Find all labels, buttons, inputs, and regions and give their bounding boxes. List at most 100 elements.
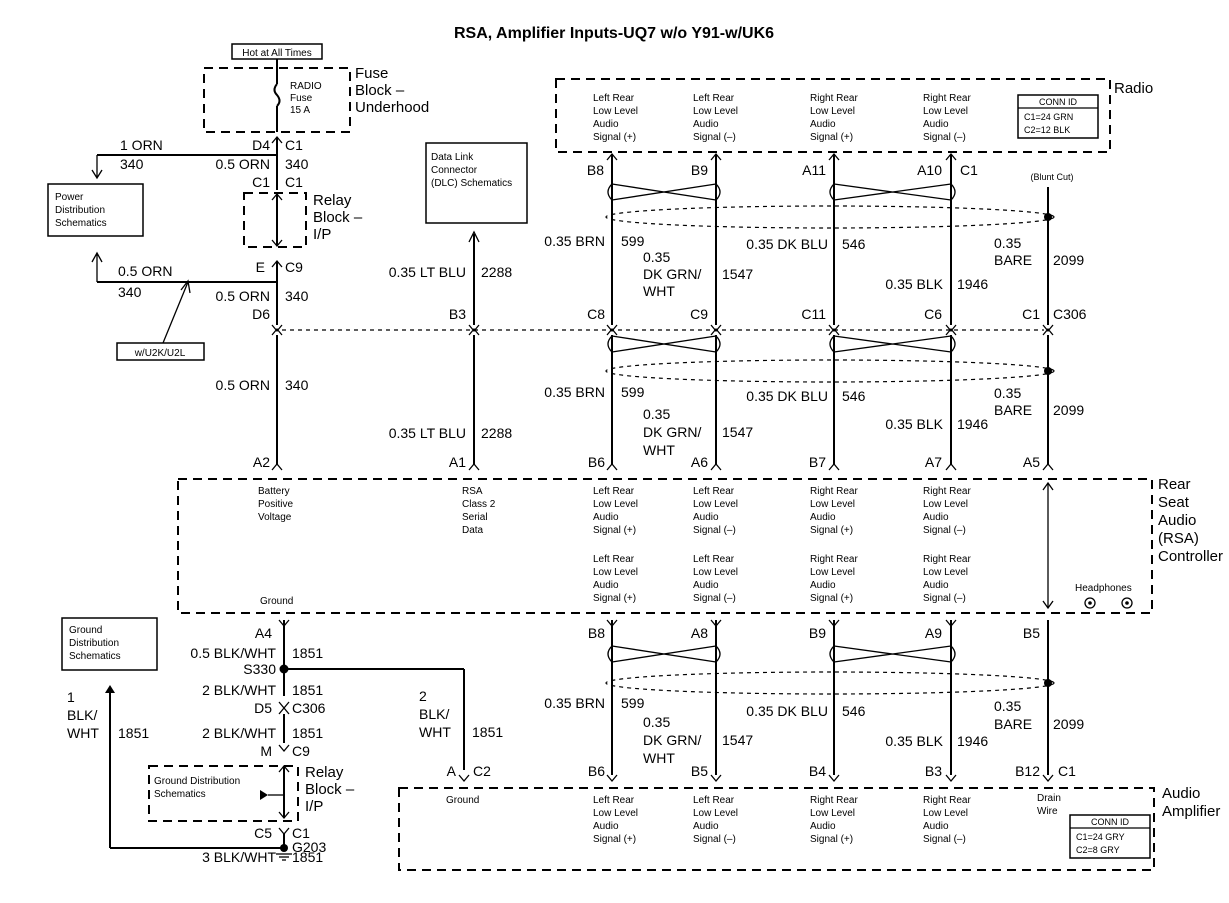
amp-gnd-conn: C2 [473, 763, 491, 779]
radio-sig2-l4: Signal (–) [693, 132, 736, 143]
option-note-box [116, 342, 205, 361]
radio-pin-b8: B8 [587, 162, 604, 178]
amp-gnd-wire-1: 2 [419, 688, 427, 704]
rsa-st1-l1: Left Rear [593, 486, 635, 497]
dlc-wire-circuit-upper: 2288 [481, 264, 512, 280]
blk-circuit-1: 1946 [957, 276, 988, 292]
w340-low-color: 0.5 ORN [216, 377, 270, 393]
c306-pin-c11: C11 [801, 306, 826, 322]
rsa-pin-a1: A1 [449, 454, 466, 470]
radio-sig4-l3: Audio [923, 119, 949, 130]
gds-wire-1: 1 [67, 689, 75, 705]
dkgrn-size-3: 0.35 [643, 714, 670, 730]
dlc-wire-color-lower: 0.35 LT BLU [389, 425, 466, 441]
rsa-st1-l2: Low Level [593, 499, 638, 510]
gnd-w1-circuit: 1851 [292, 645, 323, 661]
rsa-st4-l3: Audio [923, 512, 949, 523]
amp-conn-id-1: C1=24 GRY [1076, 832, 1125, 842]
amp-pin-b3: B3 [925, 763, 942, 779]
pd-wire1-color: 1 ORN [120, 137, 163, 153]
rsa-pin-a4: A4 [255, 625, 272, 641]
brn-color-1: 0.35 BRN [544, 233, 605, 249]
amp-drain-1: Drain [1037, 793, 1061, 804]
radio-sig1-l3: Audio [593, 119, 619, 130]
ground-distribution-box[interactable] [61, 617, 158, 671]
fuse-conn-c1: C1 [285, 137, 303, 153]
gds2-label-1: Ground Distribution [154, 776, 240, 787]
rsa-st2-l2: Low Level [693, 499, 738, 510]
dkgrn-color2-1: WHT [643, 283, 675, 299]
amp-s1-l1: Left Rear [593, 795, 635, 806]
rsa-battery-3: Voltage [258, 512, 292, 523]
power-distribution-box[interactable] [47, 183, 144, 237]
c306-pin-c8: C8 [587, 306, 605, 322]
rsa-pin-b7: B7 [809, 454, 826, 470]
amp-s4-l4: Signal (–) [923, 834, 966, 845]
relay-label-2: Block – [313, 209, 363, 226]
amp-s1-l3: Audio [593, 821, 619, 832]
relay-label-1: Relay [313, 192, 352, 209]
brn-circuit-2: 599 [621, 384, 645, 400]
amp-pin-b5: B5 [691, 763, 708, 779]
rsa-ground: Ground [260, 596, 293, 607]
c306-pin-c1: C1 [1022, 306, 1040, 322]
rsa-pin-a9: A9 [925, 625, 942, 641]
rsa-name-1: Rear [1158, 476, 1191, 493]
dkblu-circuit-1: 546 [842, 236, 866, 252]
bare-circuit-2: 2099 [1053, 402, 1084, 418]
c306-pin-c6: C6 [924, 306, 942, 322]
dkgrn-circuit-2: 1547 [722, 424, 753, 440]
rsa-st3-l1: Right Rear [810, 486, 858, 497]
amp-s3-l2: Low Level [810, 808, 855, 819]
rsa-pin-a8: A8 [691, 625, 708, 641]
dkblu-circuit-3: 546 [842, 703, 866, 719]
gnd-m: M [260, 743, 272, 759]
gnd-w4-circuit: 1851 [292, 849, 323, 865]
dkblu-color-3: 0.35 DK BLU [746, 703, 828, 719]
amp-s2-l2: Low Level [693, 808, 738, 819]
pd-wire1-circuit: 340 [120, 156, 144, 172]
rsa-sb2-l2: Low Level [693, 567, 738, 578]
c306-name: C306 [1053, 306, 1087, 322]
radio-sig4-l2: Low Level [923, 106, 968, 117]
headphone-jack-icon [1084, 597, 1133, 609]
dkgrn-color1-3: DK GRN/ [643, 732, 701, 748]
bare-color-3: BARE [994, 716, 1032, 732]
bare-color-1: BARE [994, 252, 1032, 268]
rsa-sb2-l3: Audio [693, 580, 719, 591]
rsa-serial-1: RSA [462, 486, 483, 497]
blk-color-2: 0.35 BLK [885, 416, 943, 432]
w340-mid-color: 0.5 ORN [216, 288, 270, 304]
amp-name-1: Audio [1162, 785, 1200, 802]
radio-sig3-l4: Signal (+) [810, 132, 853, 143]
fuse-pin-d4: D4 [252, 137, 270, 153]
radio-pin-b9: B9 [691, 162, 708, 178]
radio-name: Radio [1114, 80, 1153, 97]
splice-s330: S330 [243, 661, 276, 677]
dlc-label-2: Connector [431, 165, 478, 176]
gnd-d5: D5 [254, 700, 272, 716]
rsa-name-3: Audio [1158, 512, 1196, 529]
gds-label-3: Schematics [69, 651, 121, 662]
rsa-sb1-l1: Left Rear [593, 554, 635, 565]
headphones-label: Headphones [1075, 583, 1132, 594]
rsa-sb2-l4: Signal (–) [693, 593, 736, 604]
amp-pin-b12: B12 [1015, 763, 1040, 779]
radio-conn-id-2: C2=12 BLK [1024, 125, 1070, 135]
brn-color-3: 0.35 BRN [544, 695, 605, 711]
rsa-st4-l2: Low Level [923, 499, 968, 510]
pd-label-2: Distribution [55, 205, 105, 216]
relay2-label-3: I/P [305, 798, 323, 815]
relay-conn-c9: C9 [285, 259, 303, 275]
brn-circuit-1: 599 [621, 233, 645, 249]
fuse-block-label-3: Underhood [355, 99, 429, 116]
amp-s1-l2: Low Level [593, 808, 638, 819]
amp-drain-2: Wire [1037, 806, 1058, 817]
rsa-pin-b9-bottom: B9 [809, 625, 826, 641]
dlc-box[interactable] [425, 142, 528, 224]
rsa-pin-a2: A2 [253, 454, 270, 470]
fuse-name: RADIO [290, 81, 322, 92]
dlc-label-3: (DLC) Schematics [431, 178, 512, 189]
relay-pin-c1: C1 [252, 174, 270, 190]
amp-s2-l4: Signal (–) [693, 834, 736, 845]
